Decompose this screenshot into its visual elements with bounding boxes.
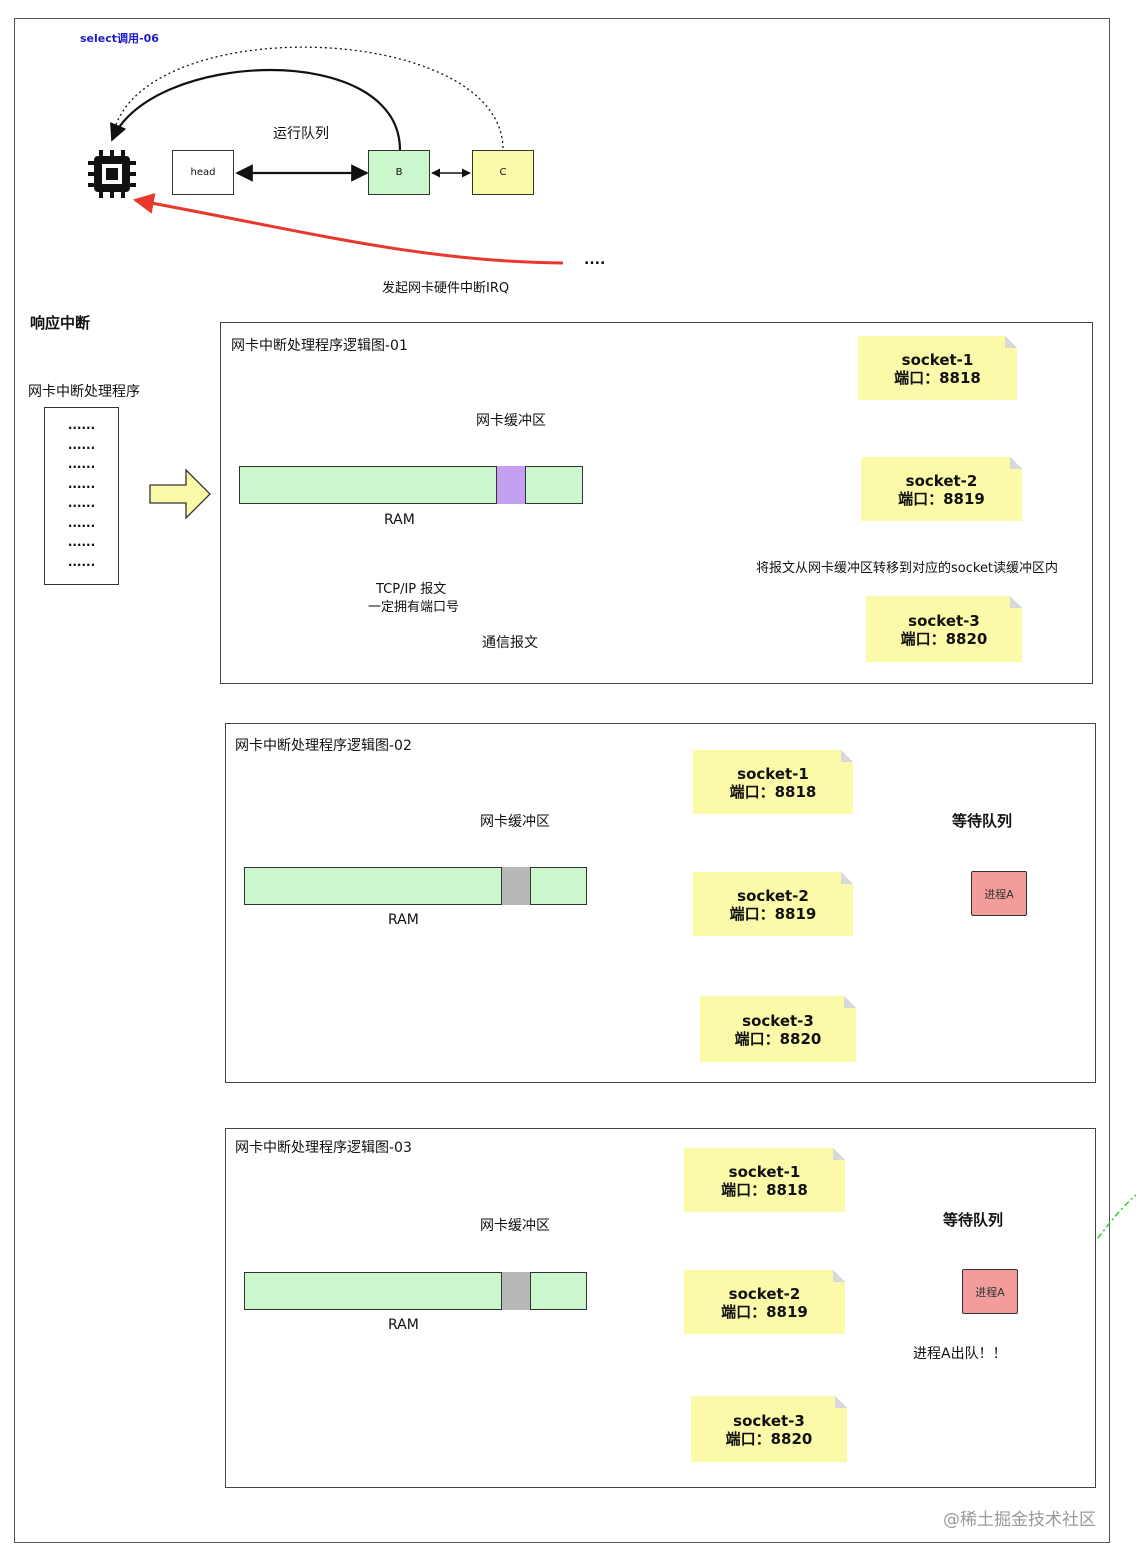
p1-ram-label: RAM [384,512,415,528]
respond-interrupt-title: 响应中断 [30,314,91,332]
panel-01-title: 网卡中断处理程序逻辑图-01 [231,338,408,354]
panel-03-title: 网卡中断处理程序逻辑图-03 [235,1140,412,1156]
p3-wait-queue-label: 等待队列 [943,1211,1004,1229]
ellipsis-label: .... [584,252,606,268]
socket-name: socket-2 [737,887,809,905]
socket-name: socket-1 [737,765,809,783]
socket-name: socket-3 [733,1412,805,1430]
handler-title: 网卡中断处理程序 [28,384,140,400]
p1-buffer-label: 网卡缓冲区 [476,413,546,429]
p1-socket-3-note: socket-3 端口：8820 [866,596,1022,662]
socket-name: socket-2 [728,1285,801,1303]
socket-name: socket-1 [901,351,974,369]
queue-node-b: B [368,150,430,195]
code-line: ...... [67,554,96,569]
socket-name: socket-3 [742,1012,814,1030]
socket-name: socket-1 [728,1163,801,1181]
p2-socket-3-note: socket-3 端口：8820 [700,996,856,1062]
socket-port: 端口：8820 [734,1030,822,1048]
code-line: ...... [67,496,96,510]
p1-socket-2-note: socket-2 端口：8819 [861,457,1022,521]
p2-process-a: 进程A [971,871,1027,916]
p1-message-label: 通信报文 [482,635,538,651]
solid-arc-b-to-cpu [110,68,402,151]
panel-02-title: 网卡中断处理程序逻辑图-02 [235,738,412,754]
p1-nic-buffer-segment [496,466,526,504]
socket-port: 端口：8818 [729,783,817,801]
cpu-chip-icon [88,150,136,198]
p3-ram-label: RAM [388,1317,419,1333]
p2-socket-1-note: socket-1 端口：8818 [693,750,853,814]
p1-tcp-label: TCP/IP 报文 [376,582,447,597]
socket-port: 端口：8820 [900,630,988,648]
socket-port: 端口：8820 [725,1430,813,1448]
code-line: ...... [67,457,96,471]
p2-ram-label: RAM [388,912,419,928]
socket-port: 端口：8819 [721,1303,808,1321]
code-line: ...... [67,437,96,452]
p3-green-exit-line [1018,1194,1137,1292]
socket-port: 端口：8818 [894,369,981,387]
socket-port: 端口：8818 [721,1181,808,1199]
block-arrow-left [149,468,211,520]
p3-nic-buffer-segment [501,1272,531,1310]
p3-process-a: 进程A [962,1269,1018,1314]
select-call-label: select调用-06 [80,32,159,45]
irq-label: 发起网卡硬件中断IRQ [382,281,510,296]
code-line: ...... [67,476,96,491]
socket-name: socket-3 [908,612,980,630]
p3-ram-bar [244,1272,587,1310]
watermark: @稀土掘金技术社区 [943,1510,1096,1530]
code-line: ...... [67,535,96,549]
handler-code-box: ...... ...... ...... ...... ...... .....… [44,407,119,585]
p3-buffer-label: 网卡缓冲区 [480,1218,550,1234]
socket-name: socket-2 [905,472,978,490]
queue-node-head: head [172,150,234,195]
run-queue-label: 运行队列 [273,126,329,142]
outer-frame [14,18,1110,1543]
p2-ram-bar [244,867,587,905]
p1-transfer-label: 将报文从网卡缓冲区转移到对应的socket读缓冲区内 [756,561,1059,576]
p1-port-label: 一定拥有端口号 [368,600,460,615]
socket-port: 端口：8819 [729,905,817,923]
p3-socket-2-note: socket-2 端口：8819 [684,1270,845,1334]
p2-wait-queue-label: 等待队列 [952,812,1013,830]
p2-buffer-label: 网卡缓冲区 [480,814,550,830]
irq-arrow [132,193,564,265]
p3-socket-1-note: socket-1 端口：8818 [684,1148,845,1212]
p3-socket-3-note: socket-3 端口：8820 [691,1396,847,1462]
p1-ram-bar [239,466,583,504]
p1-socket-1-note: socket-1 端口：8818 [858,336,1017,400]
p2-socket-2-note: socket-2 端口：8819 [693,872,853,936]
p2-nic-buffer-segment [501,867,531,905]
p3-dequeue-label: 进程A出队！！ [913,1346,1007,1362]
queue-node-c: C [472,150,534,195]
socket-port: 端口：8819 [898,490,985,508]
code-line: ...... [67,418,96,432]
code-line: ...... [67,515,96,530]
